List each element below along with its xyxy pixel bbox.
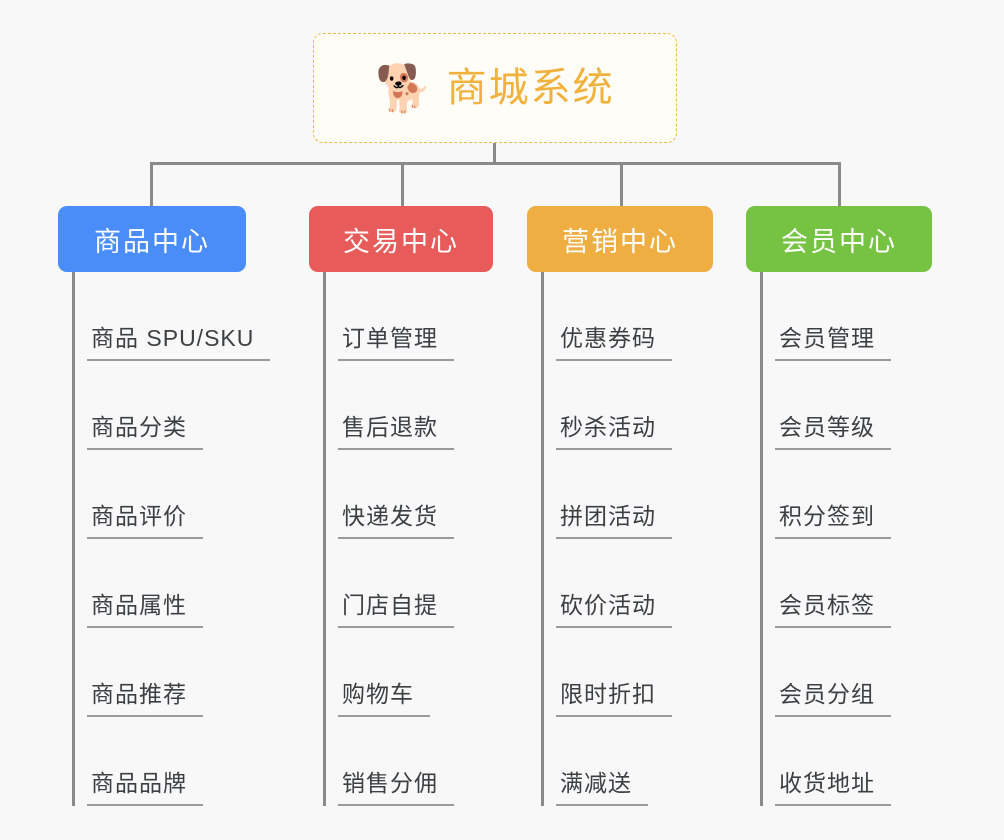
leaf-label: 门店自提 [338, 586, 454, 628]
list-item[interactable]: 商品属性 [75, 539, 246, 628]
connector-drop-交易中心 [401, 162, 404, 207]
leaf-label: 售后退款 [338, 408, 454, 450]
leaf-label: 会员管理 [775, 319, 891, 361]
category-box-2[interactable]: 营销中心 [527, 206, 713, 272]
connector-drop-商品中心 [150, 162, 153, 207]
list-item[interactable]: 商品评价 [75, 450, 246, 539]
list-item[interactable]: 会员分组 [763, 628, 932, 717]
leaf-label: 销售分佣 [338, 764, 454, 806]
category-label-1: 交易中心 [343, 226, 459, 257]
category-label-2: 营销中心 [562, 226, 678, 257]
list-item[interactable]: 商品推荐 [75, 628, 246, 717]
list-item[interactable]: 门店自提 [326, 539, 493, 628]
list-item[interactable]: 满减送 [544, 717, 713, 806]
connector-drop-营销中心 [620, 162, 623, 207]
list-item[interactable]: 会员管理 [763, 272, 932, 361]
leaf-list-0: 商品 SPU/SKU 商品分类 商品评价 商品属性 商品推荐 商品品牌 [72, 272, 271, 806]
list-item[interactable]: 收货地址 [763, 717, 932, 806]
leaf-label: 限时折扣 [556, 675, 672, 717]
leaf-label: 会员标签 [775, 586, 891, 628]
leaf-label: 商品 SPU/SKU [87, 319, 271, 361]
category-label-3: 会员中心 [781, 226, 897, 257]
list-item[interactable]: 拼团活动 [544, 450, 713, 539]
list-item[interactable]: 购物车 [326, 628, 493, 717]
leaf-label: 商品属性 [87, 586, 203, 628]
root-node[interactable]: 🐕 商城系统 [313, 33, 677, 143]
list-item[interactable]: 订单管理 [326, 272, 493, 361]
leaf-label: 会员分组 [775, 675, 891, 717]
branch-column-0: 商品中心 商品 SPU/SKU 商品分类 商品评价 商品属性 商品推荐 商品品牌 [58, 206, 271, 806]
connector-root-stem [493, 143, 496, 164]
leaf-label: 优惠券码 [556, 319, 672, 361]
branch-column-1: 交易中心 订单管理 售后退款 快递发货 门店自提 购物车 销售分佣 [309, 206, 493, 806]
leaf-label: 订单管理 [338, 319, 454, 361]
list-item[interactable]: 积分签到 [763, 450, 932, 539]
list-item[interactable]: 商品品牌 [75, 717, 246, 806]
leaf-label: 商品品牌 [87, 764, 203, 806]
leaf-label: 购物车 [338, 675, 430, 717]
list-item[interactable]: 砍价活动 [544, 539, 713, 628]
dog-face-icon: 🐕 [375, 62, 433, 114]
leaf-label: 收货地址 [775, 764, 891, 806]
category-box-3[interactable]: 会员中心 [746, 206, 932, 272]
list-item[interactable]: 优惠券码 [544, 272, 713, 361]
list-item[interactable]: 会员等级 [763, 361, 932, 450]
leaf-label: 拼团活动 [556, 497, 672, 539]
leaf-list-2: 优惠券码 秒杀活动 拼团活动 砍价活动 限时折扣 满减送 [541, 272, 713, 806]
leaf-label: 砍价活动 [556, 586, 672, 628]
list-item[interactable]: 商品 SPU/SKU [75, 272, 271, 361]
branch-column-2: 营销中心 优惠券码 秒杀活动 拼团活动 砍价活动 限时折扣 满减送 [527, 206, 713, 806]
list-item[interactable]: 商品分类 [75, 361, 246, 450]
category-box-1[interactable]: 交易中心 [309, 206, 493, 272]
leaf-label: 商品分类 [87, 408, 203, 450]
list-item[interactable]: 限时折扣 [544, 628, 713, 717]
leaf-list-3: 会员管理 会员等级 积分签到 会员标签 会员分组 收货地址 [760, 272, 932, 806]
leaf-label: 会员等级 [775, 408, 891, 450]
list-item[interactable]: 销售分佣 [326, 717, 493, 806]
leaf-label: 商品评价 [87, 497, 203, 539]
leaf-label: 秒杀活动 [556, 408, 672, 450]
leaf-label: 满减送 [556, 764, 648, 806]
root-title: 商城系统 [446, 66, 615, 110]
category-label-0: 商品中心 [94, 226, 210, 257]
category-box-0[interactable]: 商品中心 [58, 206, 246, 272]
leaf-label: 快递发货 [338, 497, 454, 539]
branch-column-3: 会员中心 会员管理 会员等级 积分签到 会员标签 会员分组 收货地址 [746, 206, 932, 806]
list-item[interactable]: 秒杀活动 [544, 361, 713, 450]
leaf-label: 积分签到 [775, 497, 891, 539]
leaf-label: 商品推荐 [87, 675, 203, 717]
list-item[interactable]: 售后退款 [326, 361, 493, 450]
leaf-list-1: 订单管理 售后退款 快递发货 门店自提 购物车 销售分佣 [323, 272, 493, 806]
connector-horizontal-bar [150, 162, 841, 165]
list-item[interactable]: 快递发货 [326, 450, 493, 539]
list-item[interactable]: 会员标签 [763, 539, 932, 628]
connector-drop-会员中心 [838, 162, 841, 207]
